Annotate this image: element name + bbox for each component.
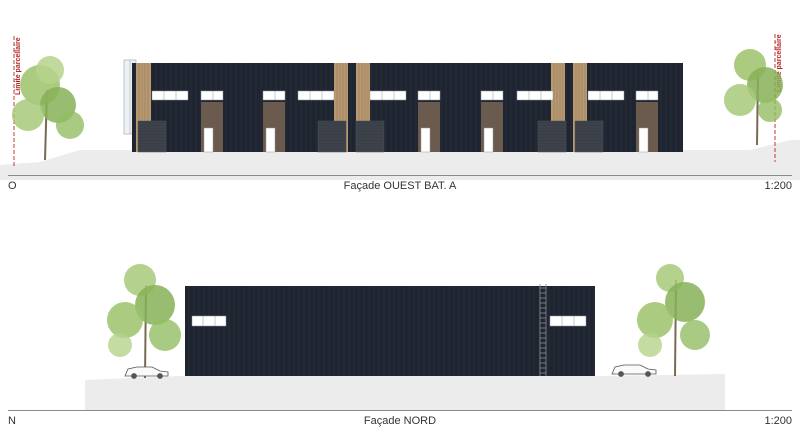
tree-left — [12, 56, 84, 161]
window-group-right — [549, 315, 587, 327]
roller-door — [137, 120, 167, 153]
scale-label: 1:200 — [764, 180, 792, 192]
entrance-panel — [201, 102, 223, 153]
car-left — [124, 366, 169, 379]
facade-nord-drawing — [0, 250, 800, 410]
orientation-label: O — [8, 180, 17, 192]
entrance-panel — [481, 102, 503, 153]
boundary-label-right: Limite parcellaire — [776, 34, 783, 92]
roller-door — [574, 120, 604, 153]
entrance-panel — [636, 102, 658, 153]
window-band — [200, 90, 224, 101]
window-group-left — [191, 315, 227, 327]
drawing-title: Façade OUEST BAT. A — [343, 180, 457, 192]
window-band — [151, 90, 189, 101]
window-band — [369, 90, 407, 101]
drawing-title: Façade NORD — [363, 415, 437, 427]
orientation-label: N — [8, 415, 16, 427]
window-band — [516, 90, 554, 101]
window-band — [635, 90, 659, 101]
tree-right — [637, 264, 710, 377]
roof-ladder — [539, 284, 547, 376]
window-band — [297, 90, 335, 101]
car-right — [611, 364, 657, 377]
entrance-door — [265, 127, 276, 153]
entrance-panel — [418, 102, 440, 153]
facade-nord-svg — [85, 264, 725, 410]
roller-door — [317, 120, 347, 153]
title-row-nord: N Façade NORD 1:200 — [8, 410, 792, 431]
window-band — [417, 90, 441, 101]
tree-left — [107, 264, 181, 379]
entrance-door — [203, 127, 214, 153]
window-band — [262, 90, 286, 101]
roller-door — [355, 120, 385, 153]
entrance-door — [420, 127, 431, 153]
entrance-panel — [263, 102, 285, 153]
facade-ouest-svg: Limite parcellaire Limite parcellaire — [0, 34, 800, 180]
boundary-label-left: Limite parcellaire — [15, 37, 22, 95]
roller-door — [537, 120, 567, 153]
title-row-ouest: O Façade OUEST BAT. A 1:200 — [8, 175, 792, 196]
ground-terrain — [85, 374, 725, 410]
entrance-door — [483, 127, 494, 153]
tree-right — [724, 49, 783, 146]
window-band — [480, 90, 504, 101]
entrance-door — [638, 127, 649, 153]
facade-ouest-drawing: Limite parcellaire Limite parcellaire — [0, 0, 800, 180]
scale-label: 1:200 — [764, 415, 792, 427]
window-band — [587, 90, 625, 101]
cladding — [185, 286, 595, 376]
